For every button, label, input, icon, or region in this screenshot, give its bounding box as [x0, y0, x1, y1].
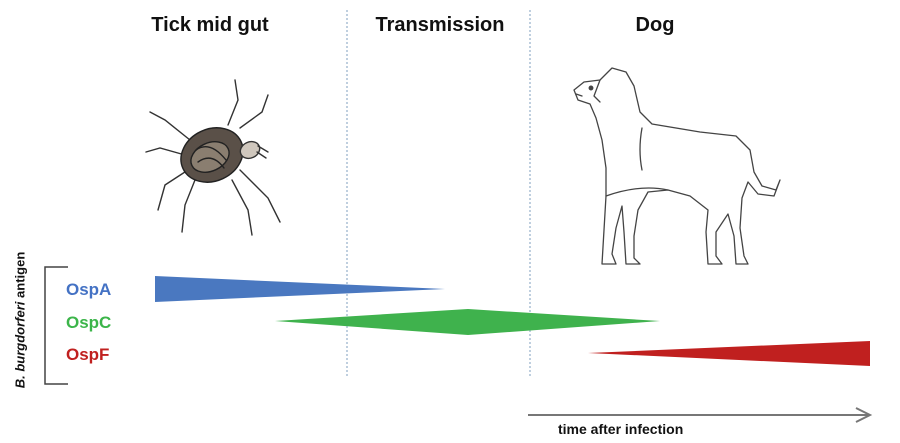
antigen-label-ospf: OspF: [66, 345, 109, 365]
ospc-wedge: [275, 309, 660, 335]
stage-title-tick-midgut: Tick mid gut: [151, 14, 268, 37]
y-axis-species: B. burgdorferi: [13, 302, 28, 389]
x-axis-label: time after infection: [558, 421, 683, 437]
ospf-wedge: [588, 341, 870, 366]
y-axis-word: antigen: [13, 252, 28, 298]
stage-title-dog: Dog: [636, 14, 675, 37]
antigen-label-ospa: OspA: [66, 280, 111, 300]
stage-title-transmission: Transmission: [376, 14, 505, 37]
antigen-bracket: [45, 267, 68, 384]
ospa-wedge: [155, 276, 445, 302]
y-axis-label: B. burgdorferi antigen: [13, 252, 28, 389]
antigen-label-ospc: OspC: [66, 313, 111, 333]
tick-illustration: [146, 80, 280, 235]
dog-illustration: [574, 68, 780, 264]
